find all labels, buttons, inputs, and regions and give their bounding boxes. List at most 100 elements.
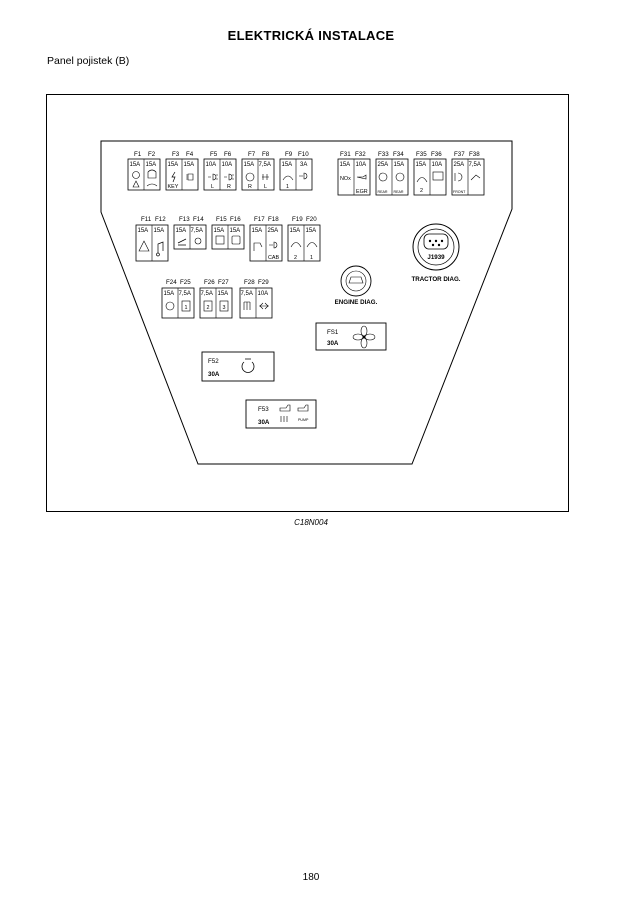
page-number: 180 — [302, 872, 320, 883]
engine-diag-connector: ENGINE DIAG. — [335, 265, 378, 306]
sun-icon — [194, 237, 202, 245]
fuse-rating: 7,5A — [259, 162, 271, 168]
low-beam-icon — [245, 172, 255, 182]
fuse-group-f3-f4: F3 F4 15A 15A KEY — [165, 151, 199, 191]
large-fuse-f53: F53 30A PUMP — [245, 399, 317, 429]
fuse-label: F13 — [179, 216, 190, 223]
fuse-rating: 15A — [218, 291, 229, 297]
rear-socket-icon — [378, 172, 388, 182]
fuse-group-f31-f32: F31 F32 15A 10A NOx EGR — [337, 151, 371, 196]
fuse-sub-label: R — [248, 184, 252, 190]
svg-text:30A: 30A — [258, 419, 270, 426]
fuse-sub-label: 2 — [294, 255, 297, 261]
side-light-icon — [224, 173, 234, 181]
fuse-rating: 25A — [454, 162, 465, 168]
fuse-label: F19 — [292, 216, 303, 223]
fuse-rating: 15A — [184, 162, 195, 168]
fuse-label: F5 — [210, 151, 218, 158]
fuse-group-f24-f25: F24 F25 15A 7,5A 1 — [161, 279, 195, 319]
socket-icon — [203, 300, 213, 312]
fuse-sub-label: L — [211, 184, 214, 190]
fuse-rating: 7,5A — [191, 228, 203, 234]
fuse-sub-label: FRONT — [453, 190, 466, 194]
fuse-group-f1-f2: F1 F2 15A 15A — [127, 151, 161, 191]
svg-text:F53: F53 — [258, 406, 269, 413]
tractor-diag-connector: J1939 TRACTOR DIAG. — [411, 223, 461, 283]
fuse-rating: 15A — [416, 162, 427, 168]
svg-text:PUMP: PUMP — [298, 418, 309, 422]
fuse-label: F14 — [193, 216, 204, 223]
lamp-icon — [299, 172, 308, 180]
fuse-rating: 15A — [282, 162, 293, 168]
fog-light-icon — [262, 174, 269, 180]
fuse-label: F3 — [172, 151, 180, 158]
engine-diag-label: ENGINE DIAG. — [335, 299, 378, 306]
fuse-rating: 10A — [206, 162, 217, 168]
fuel-heater-icon — [279, 404, 291, 422]
fuse-rating: 15A — [394, 162, 405, 168]
fuse-label: F33 — [378, 151, 389, 158]
fuse-sub-label: CAB — [268, 255, 279, 261]
fuse-sub-label: R — [227, 184, 231, 190]
lightning-icon — [171, 171, 176, 183]
fuse-group-f26-f27: F26 F27 7,5A 15A 2 3 — [199, 279, 233, 319]
fuse-rating: 15A — [306, 228, 317, 234]
fuse-group-f33-f34: F33 F34 25A 15A REAR REAR — [375, 151, 409, 196]
fuse-rating: 25A — [268, 228, 279, 234]
fuse-rating: 7,5A — [469, 162, 481, 168]
fuse-rating: 15A — [340, 162, 351, 168]
fuse-label: F20 — [306, 216, 317, 223]
page-title: ELEKTRICKÁ INSTALACE — [227, 28, 395, 43]
work-light-icon — [290, 242, 302, 248]
fuse-label: F9 — [285, 151, 293, 158]
fuse-sub-label: EGR — [356, 189, 368, 195]
fuse-rating: 15A — [154, 228, 165, 234]
figure-caption: C18N004 — [294, 518, 328, 527]
fuse-label: F7 — [248, 151, 256, 158]
fuse-label: F16 — [230, 216, 241, 223]
fuse-sub-label: REAR — [378, 190, 388, 194]
work-light-icon — [306, 242, 318, 248]
work-light-icon — [416, 177, 428, 183]
fuse-group-f37-f38: F37 F38 25A 7,5A FRONT — [451, 151, 485, 196]
fuse-label: F8 — [262, 151, 270, 158]
radiator-icon — [432, 171, 444, 181]
fuse-sub-label: 3 — [223, 305, 226, 311]
heated-window-icon — [215, 235, 225, 245]
large-fuse-fs1: FS1 30A — [315, 322, 387, 351]
fuse-group-f28-f29: F28 F29 7,5A 10A — [239, 279, 273, 319]
fuse-sub-label: KEY — [168, 184, 179, 190]
fuse-label: F10 — [298, 151, 309, 158]
svg-text:30A: 30A — [208, 371, 220, 378]
fuse-rating: 15A — [146, 162, 157, 168]
fuse-rating: 15A — [252, 228, 263, 234]
svg-text:F52: F52 — [208, 358, 219, 365]
fuse-group-f13-f14: F13 F14 15A 7,5A — [173, 216, 207, 250]
tractor-diag-label: TRACTOR DIAG. — [411, 276, 460, 283]
fuse-label: F36 — [431, 151, 442, 158]
rear-defrost-icon — [231, 235, 241, 245]
fuse-label: F17 — [254, 216, 265, 223]
fuse-rating: 15A — [176, 228, 187, 234]
fuse-rating: 7,5A — [241, 291, 253, 297]
fuse-sub-label: 2 — [207, 305, 210, 311]
fuse-label: F6 — [224, 151, 232, 158]
fuse-rating: 15A — [138, 228, 149, 234]
fuse-rating: 15A — [244, 162, 255, 168]
svg-text:30A: 30A — [327, 340, 339, 347]
socket-icon — [219, 300, 229, 312]
fuse-sub-label: 1 — [286, 184, 289, 190]
sensor-icon — [356, 174, 367, 180]
heater-plug-icon — [241, 358, 255, 373]
fuse-panel-diagram: F1 F2 15A 15A F3 F4 15A 15A KEY F5 F6 10… — [46, 94, 569, 512]
wiper-icon — [138, 240, 150, 252]
fuse-rating: 15A — [130, 162, 141, 168]
horn-icon — [146, 183, 158, 187]
socket-icon — [181, 300, 191, 312]
rear-socket-icon — [395, 172, 405, 182]
fuel-pump-icon — [297, 404, 309, 412]
fuse-rating: 10A — [258, 291, 269, 297]
fuse-label: F25 — [180, 279, 191, 286]
fuse-label: F29 — [258, 279, 269, 286]
fuse-rating: 10A — [432, 162, 443, 168]
